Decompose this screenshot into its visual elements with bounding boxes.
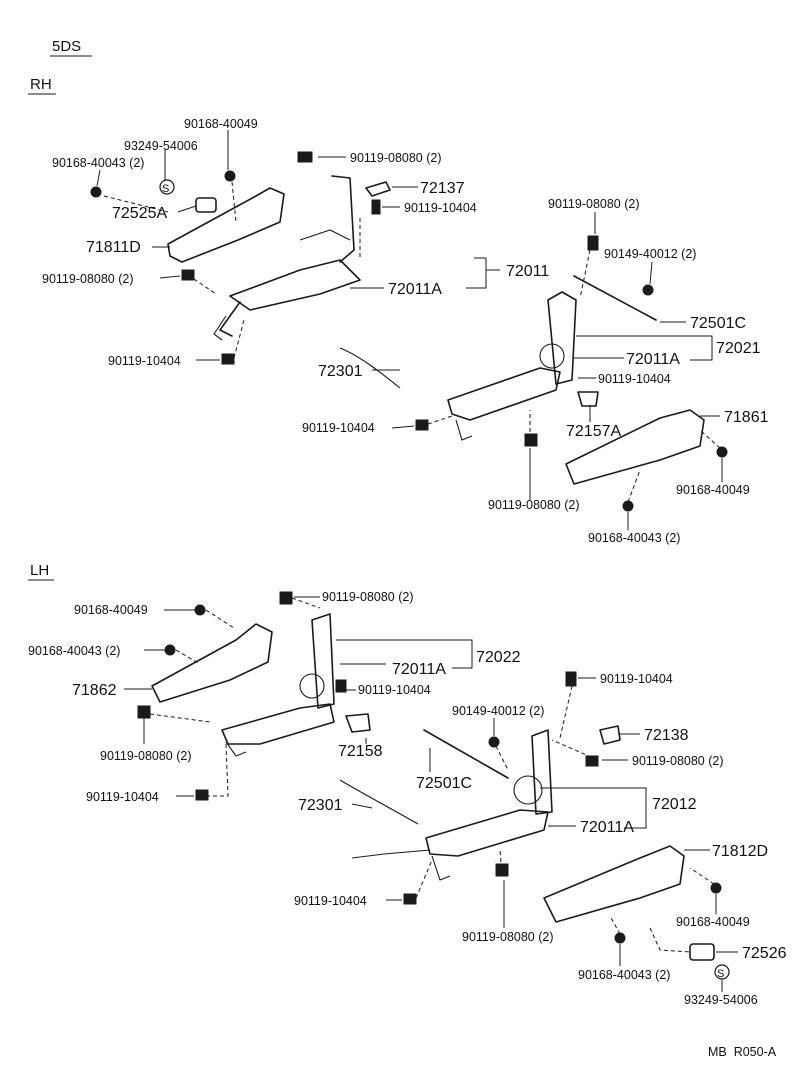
lh-label-71812D: 71812D <box>712 843 768 860</box>
rh-label-90119-08080-bottom: 90119-08080 (2) <box>488 498 580 512</box>
clip-icon <box>345 713 371 733</box>
clip-icon <box>365 181 391 197</box>
bolt-icon <box>297 151 313 163</box>
rh-label-93249-54006: 93249-54006 <box>124 139 198 153</box>
lh-label-90119-08080-top: 90119-08080 (2) <box>322 590 414 604</box>
lh-outer-track <box>221 613 335 745</box>
lh-label-90168-40043-b: 90168-40043 (2) <box>578 968 670 982</box>
lh-label-72501C: 72501C <box>416 775 472 792</box>
lh-label-90119-08080-left: 90119-08080 (2) <box>100 749 192 763</box>
bolt-icon <box>137 705 151 719</box>
svg-text:S: S <box>162 183 169 195</box>
lh-label-90119-10404-c: 90119-10404 <box>86 790 159 804</box>
lh-label-72138: 72138 <box>644 727 689 744</box>
lh-inner-cover <box>543 845 685 923</box>
bolt-icon <box>716 446 728 458</box>
rh-outer-cover <box>167 187 285 263</box>
rh-label-90119-10404-b: 90119-10404 <box>108 354 181 368</box>
rh-label-90149-40012: 90149-40012 (2) <box>604 247 696 261</box>
bolt-icon <box>371 199 381 215</box>
bolt-icon <box>524 433 538 447</box>
rh-label-72157A: 72157A <box>566 423 621 440</box>
bolt-icon <box>587 235 599 251</box>
rh-label-90168-40049: 90168-40049 <box>184 117 258 131</box>
bolt-icon <box>195 789 209 801</box>
bolt-icon <box>224 170 236 182</box>
model-code: 5DS <box>52 38 81 55</box>
bolt-icon <box>335 679 347 693</box>
drawing-code: MB R050-A <box>708 1045 777 1059</box>
lh-label-72011A: 72011A <box>392 661 446 678</box>
lh-label-72526: 72526 <box>742 945 787 962</box>
cap-icon <box>689 943 715 961</box>
lh-label-93249-54006: 93249-54006 <box>684 993 758 1007</box>
rh-label-90168-40049-b: 90168-40049 <box>676 483 750 497</box>
clip-icon <box>599 725 621 745</box>
bolt-icon <box>164 644 176 656</box>
lh-label-90119-10404-b: 90119-10404 <box>600 672 673 686</box>
lh-inner-track <box>425 729 553 857</box>
bolt-icon <box>279 591 293 605</box>
lh-section-title: LH <box>30 562 49 579</box>
bolt-icon <box>585 755 599 767</box>
rh-label-90119-08080-top: 90119-08080 (2) <box>350 151 442 165</box>
rh-outer-track <box>219 175 361 337</box>
rh-label-90119-08080-right: 90119-08080 (2) <box>548 197 640 211</box>
lh-label-72022: 72022 <box>476 649 521 666</box>
bolt-icon <box>221 353 235 365</box>
rh-label-72011A-b: 72011A <box>626 351 680 368</box>
rh-label-90119-10404-c: 90119-10404 <box>598 372 671 386</box>
bolt-icon <box>415 419 429 431</box>
rh-label-72011: 72011 <box>506 263 549 280</box>
bolt-icon <box>622 500 634 512</box>
rh-label-90119-10404-d: 90119-10404 <box>302 421 375 435</box>
rh-inner-track <box>447 291 577 421</box>
lh-label-90168-40049: 90168-40049 <box>74 603 148 617</box>
svg-text:S: S <box>717 968 724 980</box>
lh-label-90119-10404-d: 90119-10404 <box>294 894 367 908</box>
rh-label-72021: 72021 <box>716 340 761 357</box>
bolt-icon <box>642 284 654 296</box>
rh-label-72301: 72301 <box>318 363 363 380</box>
bolt-icon <box>710 882 722 894</box>
cap-icon <box>195 197 217 213</box>
rh-section: RH S <box>28 76 769 545</box>
snap-ring-icon: S <box>159 179 175 195</box>
lh-label-90119-08080-right: 90119-08080 (2) <box>632 754 724 768</box>
lh-label-90119-10404-a: 90119-10404 <box>358 683 431 697</box>
clip-icon <box>577 391 599 407</box>
rh-label-72525A: 72525A <box>112 205 167 222</box>
rh-label-90119-10404-a: 90119-10404 <box>404 201 477 215</box>
rh-label-72501C: 72501C <box>690 315 746 332</box>
lh-label-71862: 71862 <box>72 682 117 699</box>
rh-section-title: RH <box>30 76 52 93</box>
lh-label-90119-08080-bottom: 90119-08080 (2) <box>462 930 554 944</box>
lh-label-72301: 72301 <box>298 797 343 814</box>
lh-label-72158: 72158 <box>338 743 383 760</box>
lh-section: LH S <box>28 562 787 1007</box>
rh-label-71811D: 71811D <box>86 239 141 256</box>
bolt-icon <box>194 604 206 616</box>
lh-outer-cover <box>151 623 273 703</box>
lh-label-72012: 72012 <box>652 796 697 813</box>
rh-label-90168-40043-b: 90168-40043 (2) <box>588 531 680 545</box>
bolt-icon <box>565 671 577 687</box>
bolt-icon <box>403 893 417 905</box>
rh-inner-cover <box>565 409 705 485</box>
bolt-icon <box>90 186 102 198</box>
rh-label-90168-40043: 90168-40043 (2) <box>52 156 144 170</box>
lh-label-90149-40012: 90149-40012 (2) <box>452 704 544 718</box>
lh-label-90168-40043: 90168-40043 (2) <box>28 644 120 658</box>
bolt-icon <box>614 932 626 944</box>
snap-ring-icon: S <box>714 964 730 980</box>
rh-label-90119-08080-left: 90119-08080 (2) <box>42 272 134 286</box>
rh-label-71861: 71861 <box>724 409 769 426</box>
rh-label-72137: 72137 <box>420 180 465 197</box>
lh-label-72011A-b: 72011A <box>580 819 634 836</box>
bolt-icon <box>488 736 500 748</box>
rh-label-72011A: 72011A <box>388 281 442 298</box>
lh-label-90168-40049-b: 90168-40049 <box>676 915 750 929</box>
